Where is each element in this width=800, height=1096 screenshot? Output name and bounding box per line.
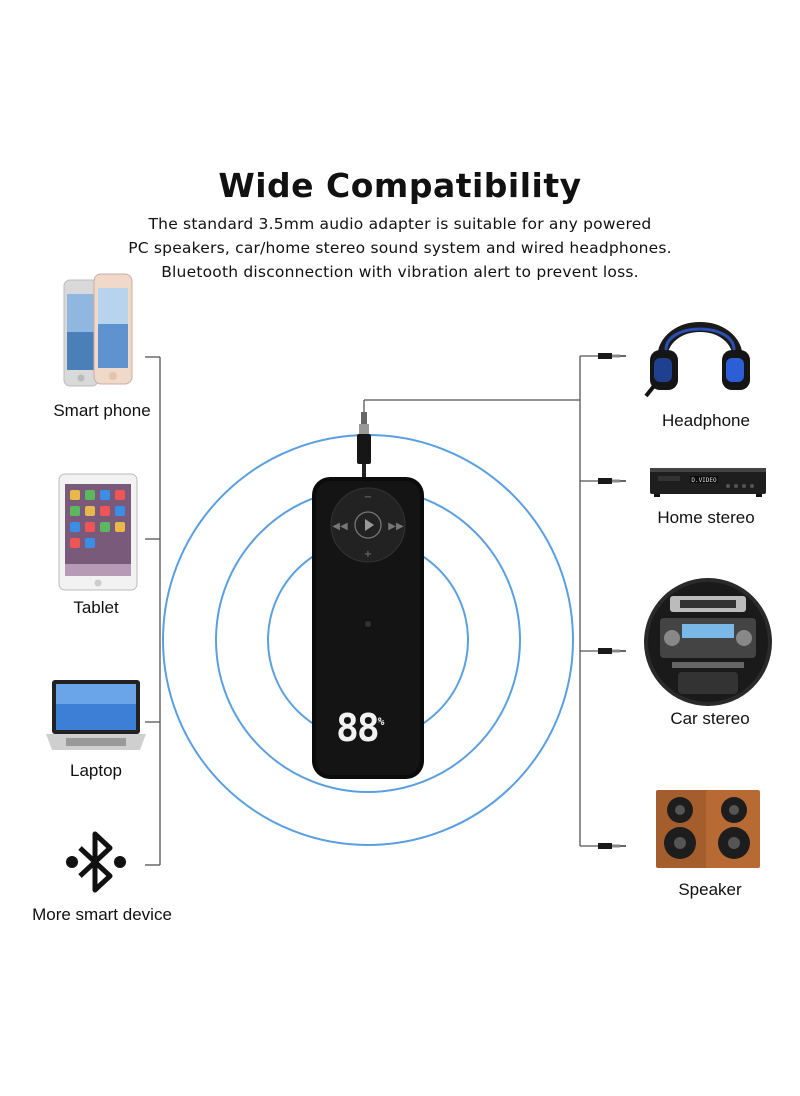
receiver-aux-plug [357,412,371,478]
svg-text:D.VIDEO: D.VIDEO [691,477,717,484]
subtitle-line-2: PC speakers, car/home stereo sound syste… [128,239,672,257]
aux-jack-home-stereo [598,478,626,484]
laptop-icon [46,680,146,750]
smartphone-icon [63,273,133,387]
home-stereo-icon: D.VIDEO [650,468,766,497]
right-device-label-car-stereo: Car stereo [670,709,750,728]
svg-text:−: − [364,492,372,503]
left-device-label-laptop: Laptop [70,761,122,780]
bluetooth-icon [66,831,126,893]
aux-jack-headphone [598,353,626,359]
bluetooth-receiver: − + ◀◀ ▶▶ [312,477,424,779]
receiver-display: 88% [336,703,398,753]
left-device-label-tablet: Tablet [73,598,119,617]
aux-jack-car-stereo [598,648,626,654]
left-device-label-more: More smart device [32,905,172,924]
right-device-label-speaker: Speaker [678,880,742,899]
right-device-label-home-stereo: Home stereo [657,508,755,527]
svg-text:◀◀: ◀◀ [332,521,348,532]
receiver-display-suffix: % [377,715,384,728]
left-bracket [145,356,161,866]
car-stereo-icon [644,578,772,706]
page-title: Wide Compatibility [218,166,582,205]
tablet-icon [58,473,138,591]
left-device-label-smartphone: Smart phone [53,401,151,420]
right-bracket [363,355,598,847]
svg-text:▶▶: ▶▶ [388,521,404,532]
speaker-icon [656,790,760,868]
subtitle-line-1: The standard 3.5mm audio adapter is suit… [148,215,652,233]
subtitle-line-3: Bluetooth disconnection with vibration a… [161,263,639,281]
aux-jack-speaker [598,843,626,849]
right-device-label-headphone: Headphone [662,411,750,430]
headphone-icon [644,322,750,398]
subtitle: The standard 3.5mm audio adapter is suit… [0,212,800,284]
receiver-display-value: 88 [336,706,380,750]
aux-jacks [598,353,626,849]
svg-text:+: + [364,549,372,560]
